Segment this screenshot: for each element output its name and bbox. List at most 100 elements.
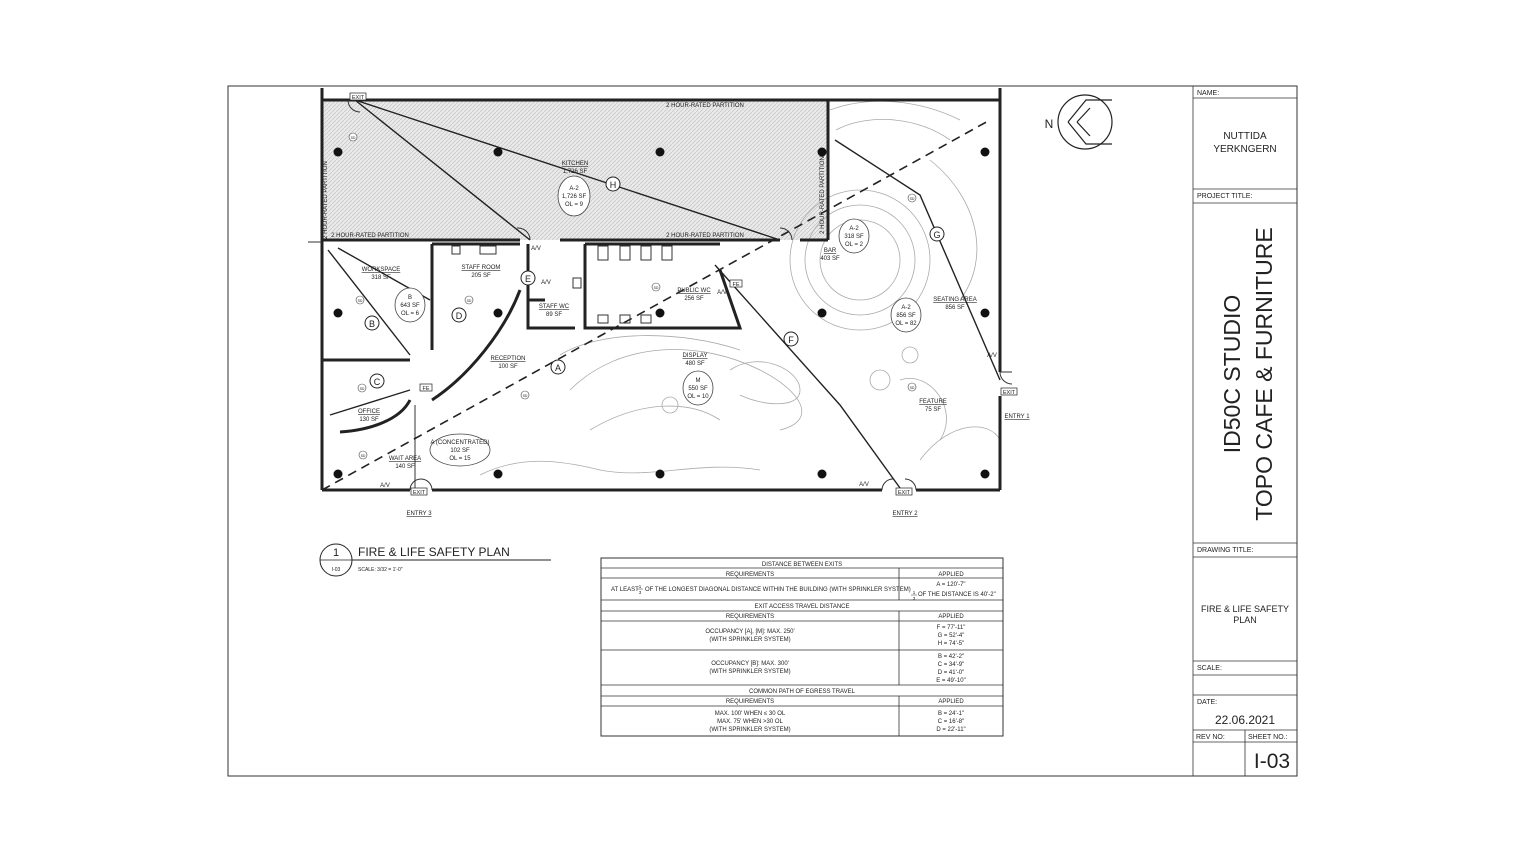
svg-text:OL = 15: OL = 15 [449, 456, 471, 462]
room-area: 75 SF [925, 407, 941, 413]
av-tags: A/V A/V A/V A/V A/V A/V [380, 246, 997, 489]
project-title-line1: ID50C STUDIO [1219, 295, 1245, 453]
table-cell: H = 74'-5" [938, 641, 964, 647]
svg-text:A/V: A/V [541, 280, 551, 286]
table-header-requirements: REQUIREMENTS [726, 614, 774, 620]
exit-sign-text: EXIT [898, 490, 911, 496]
room-area: 100 SF [498, 364, 518, 370]
path-marker-c: C [369, 373, 385, 389]
partition-label-bottom-left: 2 HOUR-RATED PARTITION [331, 233, 409, 239]
room-area: 89 SF [546, 312, 562, 318]
room-name: WAIT AREA [389, 456, 421, 462]
north-label: N [1045, 117, 1054, 131]
svg-text:A-2: A-2 [901, 305, 911, 311]
svg-text:550 SF: 550 SF [688, 386, 708, 392]
fe-tag-text: FE [422, 386, 429, 392]
room-area: 130 SF [359, 417, 379, 423]
exit-sign-text: EXIT [1003, 390, 1016, 396]
table-header-applied: APPLIED [938, 572, 964, 578]
date-value: 22.06.2021 [1215, 713, 1275, 727]
table-fraction-den: 3 [913, 596, 916, 601]
table-cell: B = 42'-2" [938, 654, 964, 660]
ceiling-fixtures [333, 147, 990, 479]
room-area: 480 SF [685, 361, 705, 367]
occupancy-cloud-workspace: B 643 SF OL = 6 [394, 287, 426, 323]
designer-name-last: YERKNGERN [1213, 144, 1276, 155]
room-name: SEATING AREA [933, 297, 977, 303]
occupancy-cloud-wait-area: A (CONCENTRATED) 102 SF OL = 15 [429, 433, 491, 467]
table-header-applied: APPLIED [938, 699, 964, 705]
path-marker-e: E [520, 270, 536, 286]
decorative-curves [479, 100, 1001, 476]
north-arrow: N [1045, 94, 1113, 150]
svg-text:B: B [408, 295, 412, 301]
svg-text:SD: SD [523, 394, 528, 398]
room-name: FEATURE [919, 399, 947, 405]
entry-2-label: ENTRY 2 [892, 511, 918, 517]
sheet-no-label: SHEET NO.: [1248, 734, 1288, 741]
path-marker-f: F [783, 331, 799, 347]
sheet-number: I-03 [1254, 750, 1290, 773]
name-label: NAME: [1197, 90, 1219, 97]
room-name: STAFF WC [539, 304, 570, 310]
table-section-title: DISTANCE BETWEEN EXITS [762, 562, 842, 568]
svg-text:318 SF: 318 SF [844, 234, 864, 240]
entry-1-label: ENTRY 1 [1004, 414, 1030, 420]
table-fraction-num: 1 [639, 584, 642, 589]
table-fraction-num: 1 [913, 590, 916, 595]
room-labels: KITCHEN 1,726 SF WORKSPACE 318 SF STAFF … [358, 161, 977, 470]
svg-text:SD: SD [910, 197, 915, 201]
table-header-requirements: REQUIREMENTS [726, 572, 774, 578]
svg-text:OL = 9: OL = 9 [565, 202, 584, 208]
partition-label-left-vertical: 2 HOUR-RATED PARTITION [323, 161, 329, 239]
sheet-border [227, 85, 1298, 777]
svg-text:M: M [696, 378, 701, 384]
room-area: 256 SF [684, 296, 704, 302]
room-area: 856 SF [945, 305, 965, 311]
project-title-label: PROJECT TITLE: [1197, 193, 1252, 200]
longest-diagonal [321, 119, 991, 491]
table-cell: OCCUPANCY [A], [M]: MAX. 250' [705, 629, 794, 635]
svg-text:G: G [933, 230, 940, 240]
table-cell: F = 77'-11" [937, 625, 966, 631]
table-cell: C = 34'-9" [938, 662, 964, 668]
partition-label-top: 2 HOUR-RATED PARTITION [666, 103, 744, 109]
svg-text:SD: SD [467, 299, 472, 303]
partition-label-bottom-right: 2 HOUR-RATED PARTITION [666, 233, 744, 239]
exit-signs: EXIT EXIT EXIT EXIT [349, 92, 1018, 496]
occupancy-cloud-seating: A-2 856 SF OL = 82 [890, 297, 922, 333]
table-section-title: EXIT ACCESS TRAVEL DISTANCE [754, 604, 849, 610]
drawing-caption: 1 I-03 FIRE & LIFE SAFETY PLAN SCALE: 3/… [319, 543, 551, 577]
smoke-detectors: SD SD SD SD SD SD SD SD SD [348, 132, 917, 460]
svg-text:B: B [369, 319, 375, 329]
room-name: WORKSPACE [362, 267, 401, 273]
floor-plan: 2 HOUR-RATED PARTITION 2 HOUR-RATED PART… [308, 88, 1030, 517]
svg-text:A/V: A/V [717, 290, 727, 296]
svg-text:SD: SD [654, 286, 659, 290]
table-cell: OF THE LONGEST DIAGONAL DISTANCE WITHIN … [645, 587, 911, 593]
svg-text:856 SF: 856 SF [896, 313, 916, 319]
drawing-title-line2: PLAN [1233, 615, 1257, 625]
path-marker-g: G [929, 226, 945, 242]
drawing-title-line1: FIRE & LIFE SAFETY [1201, 604, 1289, 614]
fire-extinguishers: FE FE [419, 279, 743, 392]
table-fraction-den: 3 [639, 590, 642, 595]
room-name: BAR [824, 248, 837, 254]
room-area: 1,726 SF [563, 169, 588, 175]
svg-text:F: F [788, 335, 794, 345]
caption-scale: SCALE: 3/32 = 1'-0" [358, 567, 403, 573]
svg-text:SD: SD [360, 387, 365, 391]
room-name: PUBLIC WC [677, 288, 711, 294]
table-cell: (WITH SPRINKLER SYSTEM) [709, 727, 790, 733]
occupancy-cloud-display: M 550 SF OL = 10 [682, 370, 714, 406]
table-cell: (WITH SPRINKLER SYSTEM) [709, 637, 790, 643]
room-area: 318 SF [371, 275, 391, 281]
caption-title: FIRE & LIFE SAFETY PLAN [358, 545, 510, 559]
path-marker-d: D [451, 307, 467, 323]
room-name: STAFF ROOM [462, 265, 501, 271]
room-name: KITCHEN [562, 161, 588, 167]
svg-text:A/V: A/V [531, 246, 541, 252]
code-table: DISTANCE BETWEEN EXITS REQUIREMENTS APPL… [600, 557, 1004, 737]
svg-text:OL = 6: OL = 6 [401, 311, 420, 317]
